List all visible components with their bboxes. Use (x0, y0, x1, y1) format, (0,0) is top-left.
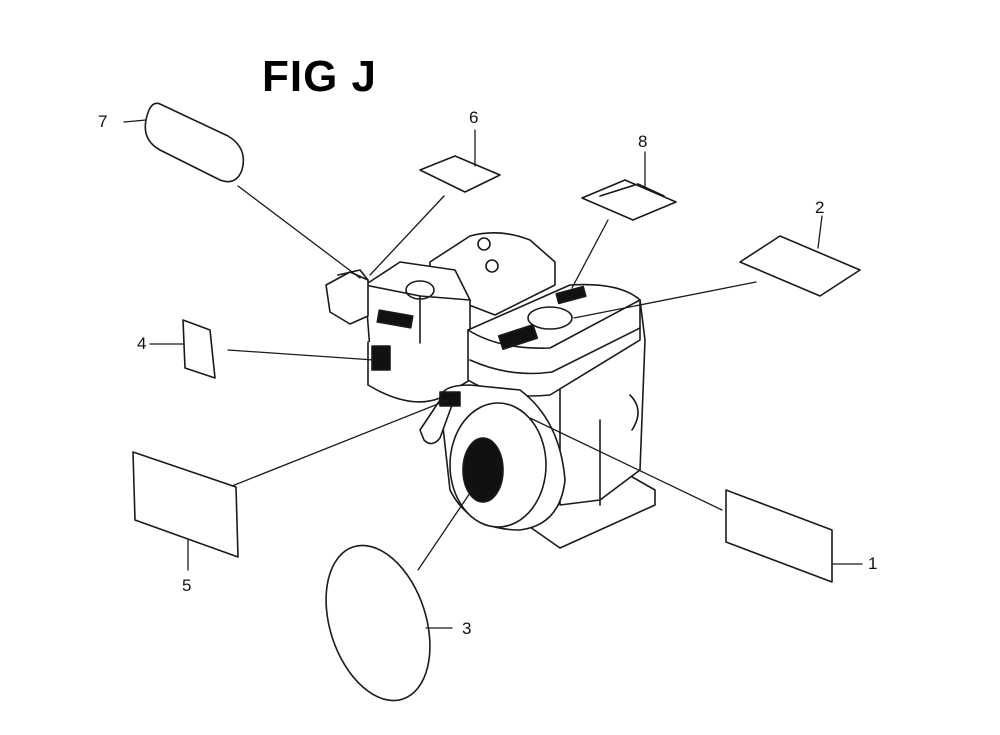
callout-4: 4 (137, 334, 147, 353)
starter-handle (419, 399, 453, 445)
callout-7: 7 (98, 112, 108, 131)
leader-2 (817, 215, 823, 249)
part-1-decal (725, 489, 833, 583)
part-5-decal (132, 451, 239, 558)
callout-5: 5 (182, 576, 192, 595)
choke-lever (325, 271, 369, 325)
part-4-decal (182, 319, 216, 379)
valve-label-1 (555, 285, 587, 305)
tank-hole-1 (477, 237, 491, 251)
air-cleaner-knob (405, 280, 435, 300)
callout-1: 1 (868, 554, 878, 573)
part-3-decal (325, 544, 431, 702)
callout-2: 2 (815, 198, 825, 217)
cylinder-label-mark (371, 345, 391, 371)
air-cleaner-label-mark (376, 309, 414, 329)
part-8-decal (581, 179, 677, 221)
leader-lines (123, 119, 863, 629)
tank-hole-2 (485, 259, 499, 273)
figure-title: FIG J (262, 52, 378, 101)
callout-8: 8 (638, 132, 648, 151)
valve-label-2 (497, 323, 539, 351)
part-7-decal (144, 102, 245, 183)
callout-6: 6 (469, 108, 479, 127)
starter-label-mark (439, 391, 461, 407)
part-6-decal (419, 155, 501, 193)
leader-7 (123, 119, 147, 123)
part-2-decal (739, 235, 861, 297)
engine (325, 232, 656, 549)
recoil-hub (462, 437, 504, 503)
callout-3: 3 (462, 619, 472, 638)
oil-cap (527, 306, 573, 330)
